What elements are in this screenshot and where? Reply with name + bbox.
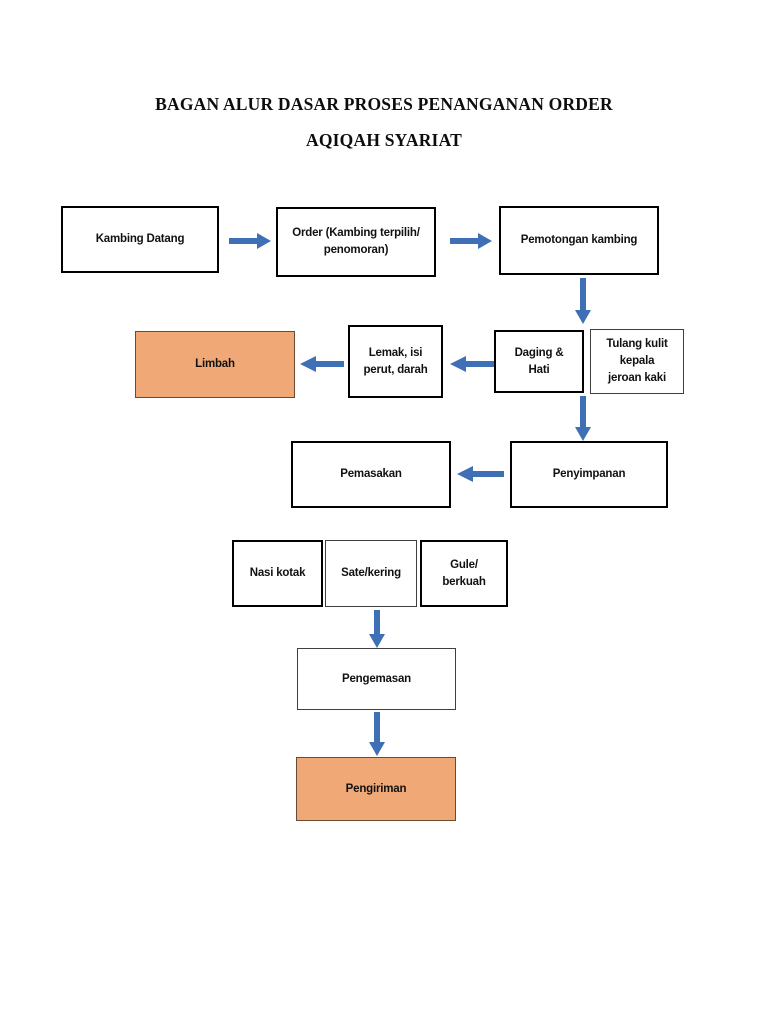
node-pemasakan[interactable]: Pemasakan (291, 441, 451, 508)
node-order[interactable]: Order (Kambing terpilih/ penomoran) (276, 207, 436, 277)
node-label: Pengemasan (342, 672, 411, 685)
node-label: Penyimpanan (552, 468, 626, 481)
node-tulang-kulit-kepala-jeroan-kaki[interactable]: Tulang kulit kepala jeroan kaki (590, 329, 684, 394)
arrow-pengemasan-to-pengiriman (369, 712, 385, 756)
arrow-pemotongan-to-daging (575, 278, 591, 324)
node-label: Gule/ berkuah (442, 557, 486, 590)
node-label: Limbah (195, 358, 235, 371)
node-pengemasan[interactable]: Pengemasan (297, 648, 456, 710)
title-line-1: BAGAN ALUR DASAR PROSES PENANGANAN ORDER (155, 94, 613, 114)
node-nasi-kotak[interactable]: Nasi kotak (232, 540, 323, 607)
arrow-penyimpanan-to-pemasakan (457, 466, 504, 482)
node-penyimpanan[interactable]: Penyimpanan (510, 441, 668, 508)
node-label-line-1: Lemak, isi (368, 346, 423, 359)
arrow-kambing-to-order (229, 233, 271, 249)
page-title: BAGAN ALUR DASAR PROSES PENANGANAN ORDER… (0, 86, 768, 158)
node-label-line-2: Hati (528, 363, 550, 376)
node-label-line-1: Gule/ (450, 558, 478, 571)
node-kambing-datang[interactable]: Kambing Datang (61, 206, 219, 273)
arrow-daging-to-lemak (450, 356, 494, 372)
node-label: Nasi kotak (249, 567, 306, 580)
arrow-daging-to-penyimpanan (575, 396, 591, 441)
node-pengiriman[interactable]: Pengiriman (296, 757, 456, 821)
node-label-line-3: jeroan kaki (608, 371, 666, 384)
node-limbah[interactable]: Limbah (135, 331, 295, 398)
node-pemotongan-kambing[interactable]: Pemotongan kambing (499, 206, 659, 275)
node-label-line-2: penomoran) (323, 244, 389, 256)
node-label-line-2: berkuah (442, 575, 486, 588)
node-label: Lemak, isi perut, darah (363, 345, 427, 378)
node-lemak-isi-perut-darah[interactable]: Lemak, isi perut, darah (348, 325, 443, 398)
node-label: Daging & Hati (515, 345, 564, 378)
node-label: Tulang kulit kepala jeroan kaki (606, 336, 667, 386)
node-label-line-2: kepala (619, 355, 655, 368)
title-line-2: AQIQAH SYARIAT (306, 130, 462, 150)
node-label-line-1: Daging & (514, 346, 564, 359)
node-label: Order (Kambing terpilih/ penomoran) (292, 225, 420, 258)
node-label-line-1: Tulang kulit (606, 338, 668, 351)
node-label-line-2: perut, darah (363, 363, 428, 376)
node-sate-kering[interactable]: Sate/kering (325, 540, 417, 607)
arrow-produk-to-pengemasan (369, 610, 385, 648)
arrow-lemak-to-limbah (300, 356, 344, 372)
node-daging-hati[interactable]: Daging & Hati (494, 330, 584, 393)
node-label: Kambing Datang (95, 233, 185, 246)
node-label: Pemasakan (340, 468, 402, 481)
arrow-order-to-pemotongan (450, 233, 492, 249)
node-label: Sate/kering (341, 567, 401, 580)
node-gule-berkuah[interactable]: Gule/ berkuah (420, 540, 508, 607)
node-label: Pemotongan kambing (520, 234, 638, 247)
node-label-line-1: Order (Kambing terpilih/ (292, 227, 420, 240)
node-label: Pengiriman (345, 782, 407, 795)
